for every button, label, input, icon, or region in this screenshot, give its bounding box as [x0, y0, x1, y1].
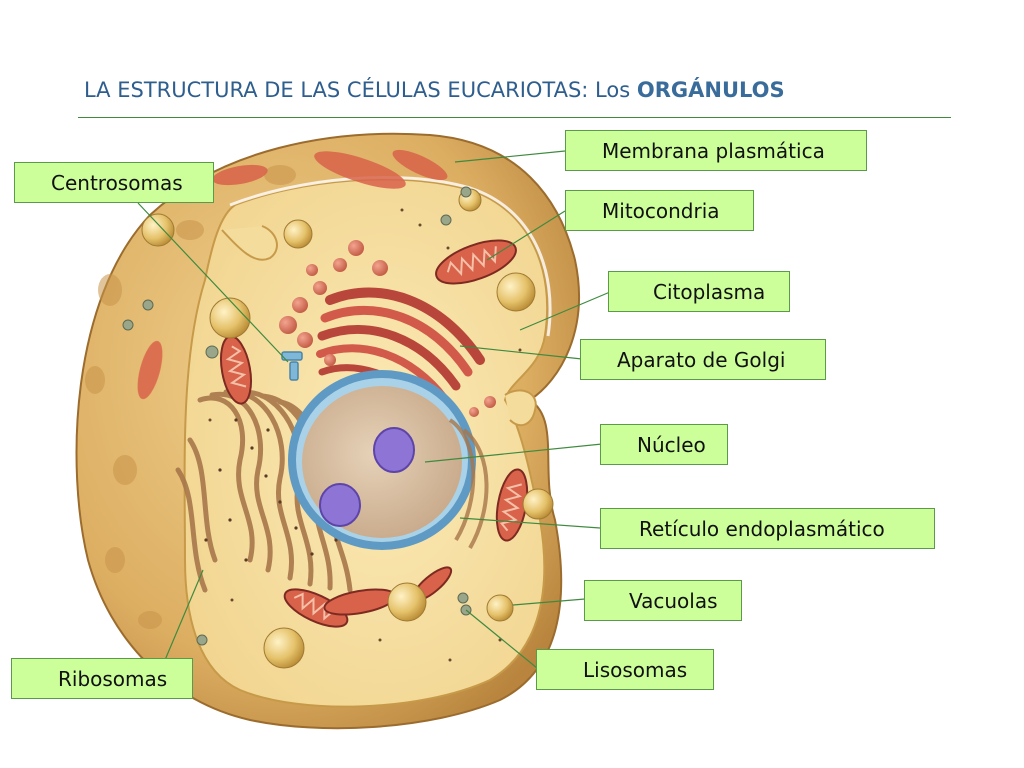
label-membrana-plasmatica: Membrana plasmática	[565, 130, 867, 171]
label-centrosomas: Centrosomas	[14, 162, 214, 203]
label-vacuolas: Vacuolas	[584, 580, 742, 621]
label-nucleo: Núcleo	[600, 424, 728, 465]
label-reticulo-endoplasmatico: Retículo endoplasmático	[600, 508, 935, 549]
label-lisosomas: Lisosomas	[536, 649, 714, 690]
label-ribosomas: Ribosomas	[11, 658, 193, 699]
label-mitocondria: Mitocondria	[565, 190, 754, 231]
label-citoplasma: Citoplasma	[608, 271, 790, 312]
label-aparato-de-golgi: Aparato de Golgi	[580, 339, 826, 380]
